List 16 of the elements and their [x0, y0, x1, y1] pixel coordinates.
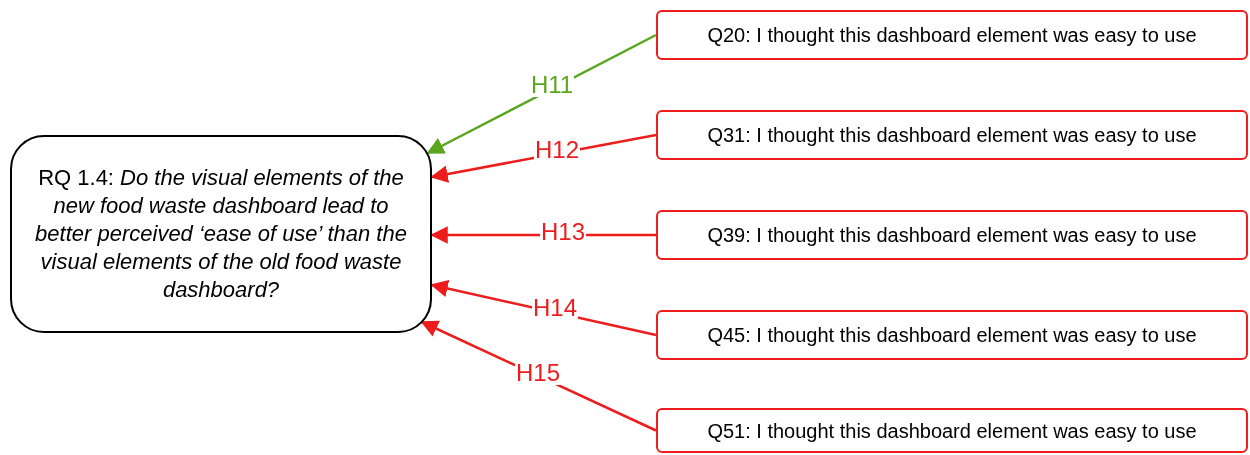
question-box — [10, 135, 432, 333]
edge-label: H15 — [515, 361, 561, 385]
survey-item-box — [656, 110, 1248, 160]
survey-item-box — [656, 10, 1248, 60]
edge-label: H14 — [532, 296, 578, 320]
survey-item-box — [656, 408, 1248, 453]
survey-item-text: Q39: I thought this dashboard element was easy to use — [707, 223, 1197, 247]
survey-item-text: Q45: I thought this dashboard element was easy to use — [707, 323, 1197, 347]
edge-label: H11 — [529, 73, 575, 97]
survey-item-box — [656, 310, 1248, 360]
survey-item-text: Q31: I thought this dashboard element was easy to use — [707, 123, 1197, 147]
survey-item-box — [656, 210, 1248, 260]
edge-label: H12 — [534, 138, 580, 162]
survey-item-text: Q51: I thought this dashboard element was easy to use — [707, 418, 1197, 443]
survey-item-text: Q20: I thought this dashboard element was easy to use — [707, 23, 1197, 47]
research-question-text: RQ 1.4: Do the visual elements of the new food waste dashboard lead to better perceived ‘ease of use’ than the visual elements of the old food waste dashboard? — [34, 164, 408, 304]
